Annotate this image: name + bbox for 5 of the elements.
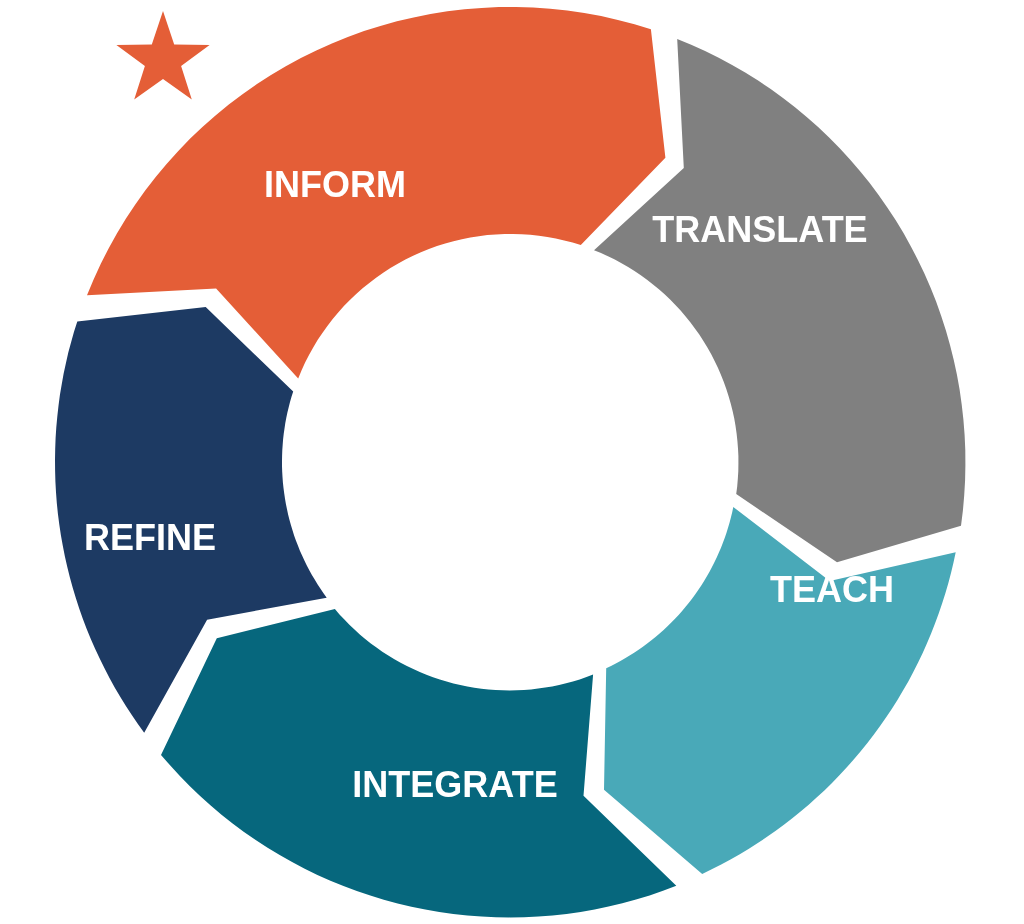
segment-label: TEACH [770, 569, 894, 611]
segment-label: INFORM [264, 164, 406, 206]
segment-label: REFINE [84, 517, 216, 559]
segment-label: TRANSLATE [652, 209, 868, 251]
segment-label: INTEGRATE [352, 764, 558, 806]
